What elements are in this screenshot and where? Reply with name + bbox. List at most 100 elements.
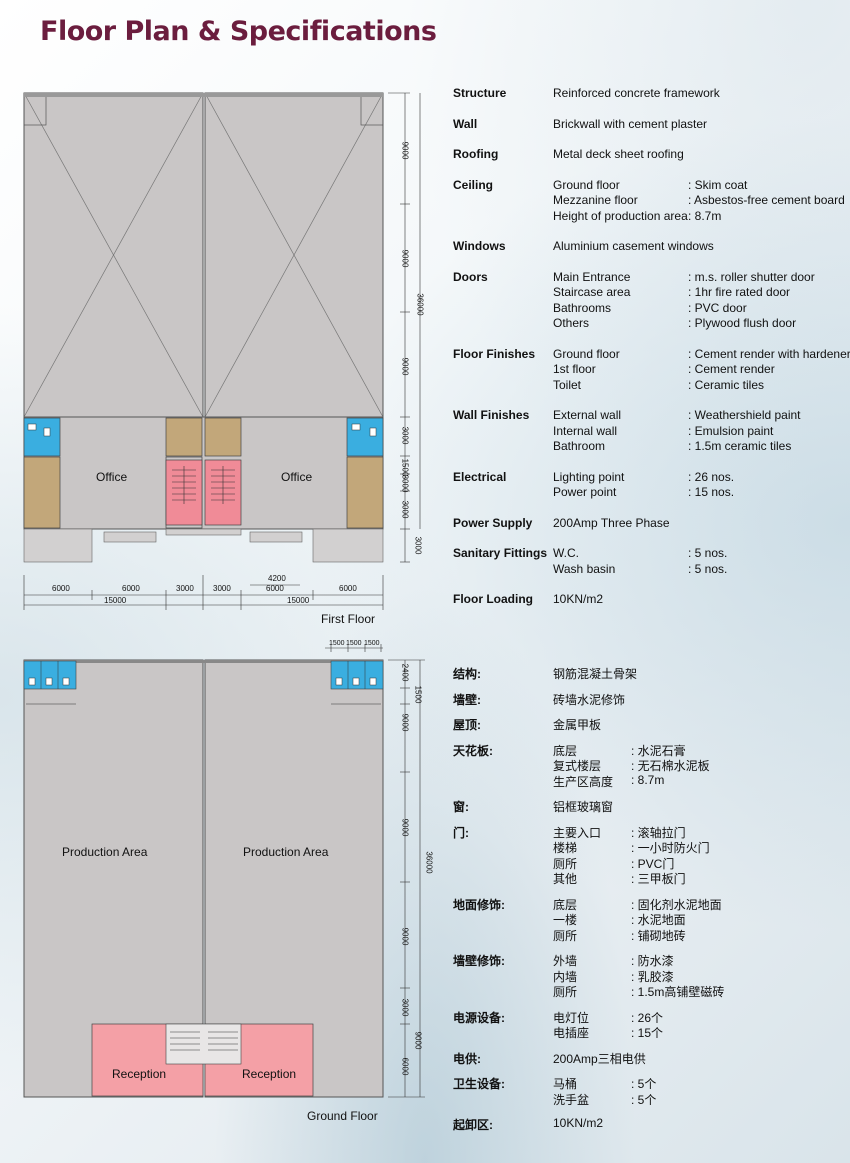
spec-desc: Ground floor: [553, 177, 620, 192]
spec-value: : Asbestos-free cement board: [688, 193, 845, 207]
spec-value: : 1.5m高铺壁磁砖: [631, 985, 725, 999]
spec-desc: Aluminium casement windows: [553, 239, 714, 253]
spec-value: : PVC door: [688, 300, 747, 315]
spec-desc: Main Entrance: [553, 269, 631, 284]
spec-desc: W.C.: [553, 546, 579, 560]
spec-value: : 8.7m: [688, 208, 722, 223]
spec-line: 砖墙水泥修饰: [453, 691, 793, 707]
spec-label: Wall Finishes: [453, 408, 530, 422]
spec-desc: Metal deck sheet roofing: [553, 147, 684, 161]
room-label-reception-left: Reception: [112, 1067, 167, 1081]
spec-desc: Bathroom: [553, 439, 606, 453]
spec-value: : 无石棉水泥板: [631, 759, 710, 773]
spec-desc: 砖墙水泥修饰: [553, 692, 626, 707]
dim-label: 3000: [400, 474, 410, 493]
spec-row: 电供:200Amp三相电供: [453, 1050, 793, 1066]
spec-desc: Internal wall: [553, 423, 618, 438]
spec-value: : Plywood flush door: [688, 316, 797, 330]
spec-label: Wall: [453, 116, 478, 131]
spec-label: Windows: [453, 239, 506, 253]
spec-row: 起卸区:10KN/m2: [453, 1116, 793, 1132]
spec-value: : 1.5m ceramic tiles: [688, 439, 792, 453]
spec-line: 内墙: 乳胶漆: [453, 968, 793, 984]
spec-line: 主要入口: 滚轴拉门: [453, 824, 793, 840]
spec-label: 天花板:: [453, 743, 493, 758]
spec-desc: 1st floor: [553, 362, 596, 376]
spec-line: Reinforced concrete framework: [453, 86, 848, 102]
spec-row: 墙壁:砖墙水泥修饰: [453, 691, 793, 707]
spec-desc: Toilet: [553, 377, 582, 392]
spec-line: 厕所: PVC门: [453, 855, 793, 871]
spec-label: Structure: [453, 86, 507, 100]
dim-label: 6000: [122, 584, 140, 593]
spec-line: Wash basin: 5 nos.: [453, 562, 848, 578]
spec-label: Floor Finishes: [453, 346, 536, 361]
spec-line: 马桶: 5个: [453, 1075, 793, 1091]
dim-label: 15000: [104, 596, 127, 605]
spec-line: 复式楼层: 无石棉水泥板: [453, 757, 793, 773]
spec-desc: 底层: [553, 897, 578, 912]
spec-line: 1st floor: Cement render: [453, 362, 848, 378]
spec-value: : 15 nos.: [688, 485, 735, 499]
page-title: Floor Plan & Specifications: [40, 16, 437, 47]
spec-desc: Staircase area: [553, 285, 631, 299]
dim-label: 9000: [400, 713, 410, 732]
spec-line: 一楼: 水泥地面: [453, 911, 793, 927]
spec-line: Height of production area: 8.7m: [453, 209, 848, 225]
spec-line: 钢筋混凝土骨架: [453, 665, 793, 681]
spec-value: : 固化剂水泥地面: [631, 897, 722, 912]
spec-desc: 钢筋混凝土骨架: [553, 667, 638, 681]
dim-label: 6000: [266, 584, 284, 593]
dim-label: 9000: [400, 141, 410, 160]
spec-value: : 5个: [631, 1077, 657, 1091]
spec-value: : 防水漆: [631, 954, 674, 968]
spec-line: 厕所 : 1.5m高铺壁磁砖: [453, 983, 793, 999]
dim-label: 3000: [400, 500, 410, 519]
spec-label: Power Supply: [453, 515, 533, 530]
spec-value: : 15个: [631, 1026, 664, 1040]
spec-desc: 200Amp Three Phase: [553, 515, 670, 530]
spec-label: 卫生设备:: [453, 1077, 505, 1091]
spec-row: 墙壁修饰:外墙: 防水漆内墙: 乳胶漆厕所: 1.5m高铺壁磁砖: [453, 952, 793, 999]
spec-line: Mezzanine floor : Asbestos-free cement bo…: [453, 193, 848, 209]
spec-desc: 铝框玻璃窗: [553, 800, 614, 814]
spec-line: Staircase area: 1hr fire rated door: [453, 285, 848, 301]
spec-label: 结构:: [453, 667, 481, 681]
spec-value: : 滚轴拉门: [631, 825, 686, 840]
dim-label: 6000: [400, 1057, 410, 1076]
spec-desc: Wash basin: [553, 561, 616, 576]
room-label-production-left: Production Area: [62, 845, 148, 859]
spec-desc: Power point: [553, 485, 617, 499]
room-label-reception-right: Reception: [242, 1067, 297, 1081]
spec-row: Power Supply 200Amp Three Phase: [453, 516, 848, 532]
room-label-production-right: Production Area: [243, 845, 329, 859]
spec-line: Ground floor: Cement render with hardene…: [453, 347, 850, 363]
dim-label: 3000: [413, 536, 423, 555]
spec-desc: External wall: [553, 408, 622, 422]
spec-value: : 5 nos.: [688, 546, 728, 560]
dim-label: 9000: [400, 927, 410, 946]
first-floor-caption: First Floor: [321, 612, 375, 626]
spec-line: 10KN/m2: [453, 592, 848, 608]
spec-line: Main Entrance: m.s. roller shutter door: [453, 270, 848, 286]
spec-desc: 楼梯: [553, 841, 578, 855]
spec-desc: 其他: [553, 872, 578, 886]
spec-label: 地面修饰:: [453, 897, 505, 912]
spec-value: : 5个: [631, 1092, 657, 1107]
spec-desc: Mezzanine floor: [553, 193, 638, 207]
spec-line: Ground floor: Skim coat: [453, 178, 848, 194]
spec-desc: 内墙: [553, 969, 578, 984]
spec-line: Power point : 15 nos.: [453, 485, 848, 501]
dim-label: 3000: [400, 998, 410, 1017]
spec-desc: 厕所: [553, 985, 578, 999]
spec-value: : Weathershield paint: [688, 408, 801, 422]
spec-value: : 水泥地面: [631, 913, 686, 927]
spec-value: : 三甲板门: [631, 872, 686, 886]
spec-desc: 厕所: [553, 856, 578, 871]
spec-desc: 10KN/m2: [553, 592, 604, 606]
spec-line: 洗手盆: 5个: [453, 1091, 793, 1107]
first-floor-plan: [23, 92, 421, 610]
